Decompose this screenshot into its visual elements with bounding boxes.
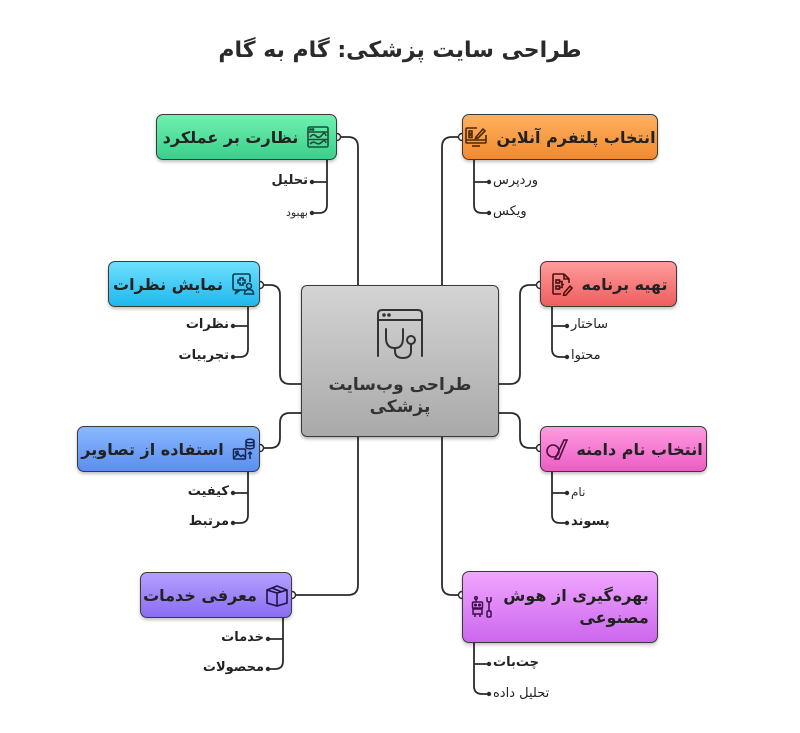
domain-link-icon: [544, 437, 569, 461]
branch-label-line1: بهره‌گیری از هوش: [503, 586, 649, 605]
branch-node-program[interactable]: تهیه برنامه: [540, 261, 677, 307]
branch-node-platform[interactable]: انتخاب پلتفرم آنلاین: [462, 114, 658, 160]
branch-label: نمایش نظرات: [112, 274, 224, 294]
leaf-name: نام: [571, 485, 586, 499]
central-topic-node[interactable]: طراحی وب‌سایت پزشکی: [301, 285, 499, 437]
leaf-extension: پسوند: [571, 514, 610, 529]
branch-label: انتخاب پلتفرم آنلاین: [496, 127, 656, 147]
diagram-title: طراحی سایت پزشکی: گام به گام: [218, 38, 582, 63]
branch-label-line2: مصنوعی: [579, 608, 649, 627]
branch-label: تهیه برنامه: [581, 274, 668, 294]
leaf-chatbot: چت‌بات: [493, 655, 539, 670]
leaf-products: محصولات: [202, 660, 264, 675]
leaf-wix: ویکس: [493, 204, 527, 219]
leaf-content: محتوا: [571, 348, 601, 363]
leaf-wordpress: وردپرس: [493, 173, 539, 188]
medical-chat-user-icon: [231, 272, 255, 296]
leaf-experiences: تجربیات: [178, 348, 229, 363]
branch-node-images[interactable]: استفاده از تصاویر: [77, 426, 260, 472]
branch-label: معرفی خدمات: [143, 585, 257, 605]
central-topic-label: طراحی وب‌سایت پزشکی: [328, 375, 472, 417]
monitor-edit-icon: [464, 125, 488, 149]
document-flow-edit-icon: [550, 272, 574, 296]
branch-node-domain[interactable]: انتخاب نام دامنه: [540, 426, 707, 472]
leaf-comments: نظرات: [185, 317, 229, 332]
leaf-relevant: مرتبط: [188, 514, 229, 529]
analytics-dashboard-icon: [306, 125, 330, 149]
branch-node-reviews[interactable]: نمایش نظرات: [108, 261, 260, 307]
leaf-improvement: بهبود: [285, 206, 308, 219]
stethoscope-browser-icon: [369, 304, 431, 366]
leaf-data-analysis: تحلیل داده: [493, 686, 550, 701]
box-icon: [265, 583, 289, 607]
branch-label: استفاده از تصاویر: [81, 439, 224, 459]
branch-label: بهره‌گیری از هوش مصنوعی: [503, 585, 648, 629]
leaf-analysis: تحلیل: [271, 173, 308, 188]
robot-tool-icon: [471, 595, 495, 619]
leaf-quality: کیفیت: [187, 484, 229, 499]
branch-label: نظارت بر عملکرد: [162, 127, 299, 147]
branch-node-monitoring[interactable]: نظارت بر عملکرد: [156, 114, 337, 160]
image-database-icon: [232, 437, 256, 461]
branch-node-services[interactable]: معرفی خدمات: [140, 572, 292, 618]
leaf-services: خدمات: [221, 630, 264, 645]
branch-node-ai[interactable]: بهره‌گیری از هوش مصنوعی: [462, 571, 658, 643]
branch-label: انتخاب نام دامنه: [576, 439, 703, 459]
leaf-structure: ساختار: [571, 317, 609, 332]
